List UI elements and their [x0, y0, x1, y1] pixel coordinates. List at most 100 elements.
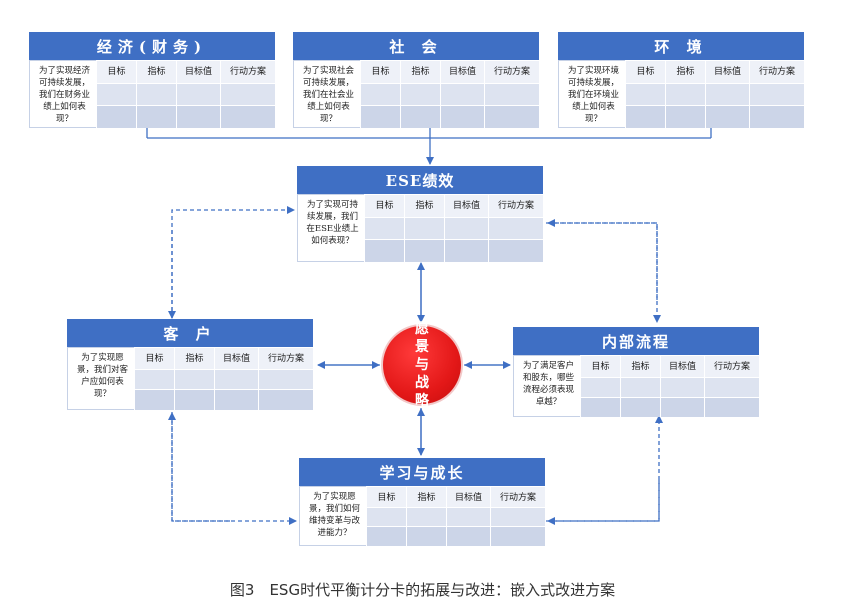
table-cell: [444, 239, 488, 262]
table-cell: [665, 83, 705, 105]
column-header-target-value: 目标值: [176, 60, 220, 83]
table-cell: [176, 83, 220, 105]
table-cell: [625, 83, 665, 105]
table-cell: [174, 389, 214, 410]
table-cell: [665, 105, 705, 128]
economic-card: 经济(财务) 为了实现经济可持续发展，我们在财务业绩上如何表现？ 目标 指标 目…: [29, 32, 275, 128]
social-card-question: 为了实现社会可持续发展，我们在社会业绩上如何表现？: [293, 60, 360, 128]
column-header-goal: 目标: [96, 60, 136, 83]
column-header-target-value: 目标值: [446, 486, 490, 507]
table-cell: [488, 239, 543, 262]
ese-card-question: 为了实现可持续发展，我们在ESE业绩上如何表现？: [297, 194, 364, 262]
table-cell: [404, 217, 444, 239]
column-header-target-value: 目标值: [705, 60, 749, 83]
table-cell: [258, 369, 313, 389]
customer-card: 客 户 为了实现愿景，我们对客户应如何表现？ 目标 指标 目标值 行动方案: [67, 319, 313, 410]
column-header-action-plan: 行动方案: [258, 347, 313, 369]
column-header-target-value: 目标值: [440, 60, 484, 83]
table-cell: [366, 526, 406, 546]
column-header-action-plan: 行动方案: [704, 355, 759, 377]
table-cell: [705, 105, 749, 128]
column-header-action-plan: 行动方案: [749, 60, 804, 83]
table-cell: [490, 526, 545, 546]
table-cell: [364, 217, 404, 239]
column-header-action-plan: 行动方案: [490, 486, 545, 507]
column-header-indicator: 指标: [136, 60, 176, 83]
table-cell: [404, 239, 444, 262]
table-cell: [360, 105, 400, 128]
dashed-connectors: [168, 206, 663, 525]
column-header-action-plan: 行动方案: [484, 60, 539, 83]
column-header-indicator: 指标: [406, 486, 446, 507]
learning-card: 学习与成长 为了实现愿景，我们如何维持变革与改进能力？ 目标 指标 目标值 行动…: [299, 458, 545, 546]
customer-learning-dashed-link: [171, 412, 297, 525]
table-cell: [440, 105, 484, 128]
table-cell: [400, 83, 440, 105]
table-cell: [704, 377, 759, 397]
table-cell: [406, 526, 446, 546]
table-cell: [360, 83, 400, 105]
environment-card: 环 境 为了实现环境可持续发展，我们在环境业绩上如何表现？ 目标 指标 目标值 …: [558, 32, 804, 128]
column-header-target-value: 目标值: [214, 347, 258, 369]
ese-process-dashed-link: [546, 222, 661, 323]
column-header-action-plan: 行动方案: [220, 60, 275, 83]
table-cell: [704, 397, 759, 417]
column-header-indicator: 指标: [400, 60, 440, 83]
column-header-goal: 目标: [134, 347, 174, 369]
column-header-goal: 目标: [360, 60, 400, 83]
table-cell: [174, 369, 214, 389]
learning-card-title: 学习与成长: [299, 458, 545, 486]
table-cell: [220, 83, 275, 105]
table-cell: [258, 389, 313, 410]
table-cell: [364, 239, 404, 262]
table-cell: [406, 507, 446, 526]
table-cell: [134, 369, 174, 389]
table-cell: [749, 83, 804, 105]
column-header-target-value: 目标值: [660, 355, 704, 377]
vision-strategy-circle: 愿景与战略: [381, 321, 463, 409]
table-cell: [580, 377, 620, 397]
column-header-goal: 目标: [364, 194, 404, 217]
figure-caption: 图3 ESG时代平衡计分卡的拓展与改进：嵌入式改进方案: [229, 581, 616, 599]
economic-card-title: 经济(财务): [29, 32, 275, 60]
environment-card-title: 环 境: [558, 32, 804, 60]
ese-card-title: ESE绩效: [297, 166, 543, 194]
table-cell: [444, 217, 488, 239]
environment-card-question: 为了实现环境可持续发展，我们在环境业绩上如何表现？: [558, 60, 625, 128]
table-cell: [96, 105, 136, 128]
learning-customer-dashed-head: [168, 412, 230, 522]
solid-connectors: [146, 127, 712, 456]
table-cell: [96, 83, 136, 105]
table-cell: [440, 83, 484, 105]
table-cell: [749, 105, 804, 128]
table-cell: [620, 377, 660, 397]
customer-card-title: 客 户: [67, 319, 313, 347]
column-header-action-plan: 行动方案: [488, 194, 543, 217]
process-card-title: 内部流程: [513, 327, 759, 355]
table-cell: [446, 507, 490, 526]
column-header-target-value: 目标值: [444, 194, 488, 217]
customer-card-question: 为了实现愿景，我们对客户应如何表现？: [67, 347, 134, 410]
process-card: 内部流程 为了满足客户和股东，哪些流程必须表现卓越？ 目标 指标 目标值 行动方…: [513, 327, 759, 417]
table-cell: [400, 105, 440, 128]
economic-card-question: 为了实现经济可持续发展，我们在财务业绩上如何表现？: [29, 60, 96, 128]
learning-card-question: 为了实现愿景，我们如何维持变革与改进能力？: [299, 486, 366, 546]
table-cell: [136, 105, 176, 128]
process-card-question: 为了满足客户和股东，哪些流程必须表现卓越？: [513, 355, 580, 417]
table-cell: [484, 83, 539, 105]
table-cell: [484, 105, 539, 128]
table-cell: [214, 389, 258, 410]
column-header-indicator: 指标: [620, 355, 660, 377]
learning-process-dashed-link: [546, 415, 663, 522]
table-cell: [660, 397, 704, 417]
social-card: 社 会 为了实现社会可持续发展，我们在社会业绩上如何表现？ 目标 指标 目标值 …: [293, 32, 539, 128]
customer-ese-dashed-link: [171, 206, 295, 318]
column-header-indicator: 指标: [665, 60, 705, 83]
table-cell: [214, 369, 258, 389]
table-cell: [625, 105, 665, 128]
vision-strategy-label: 愿景与战略: [415, 321, 429, 409]
table-cell: [366, 507, 406, 526]
table-cell: [134, 389, 174, 410]
table-cell: [446, 526, 490, 546]
